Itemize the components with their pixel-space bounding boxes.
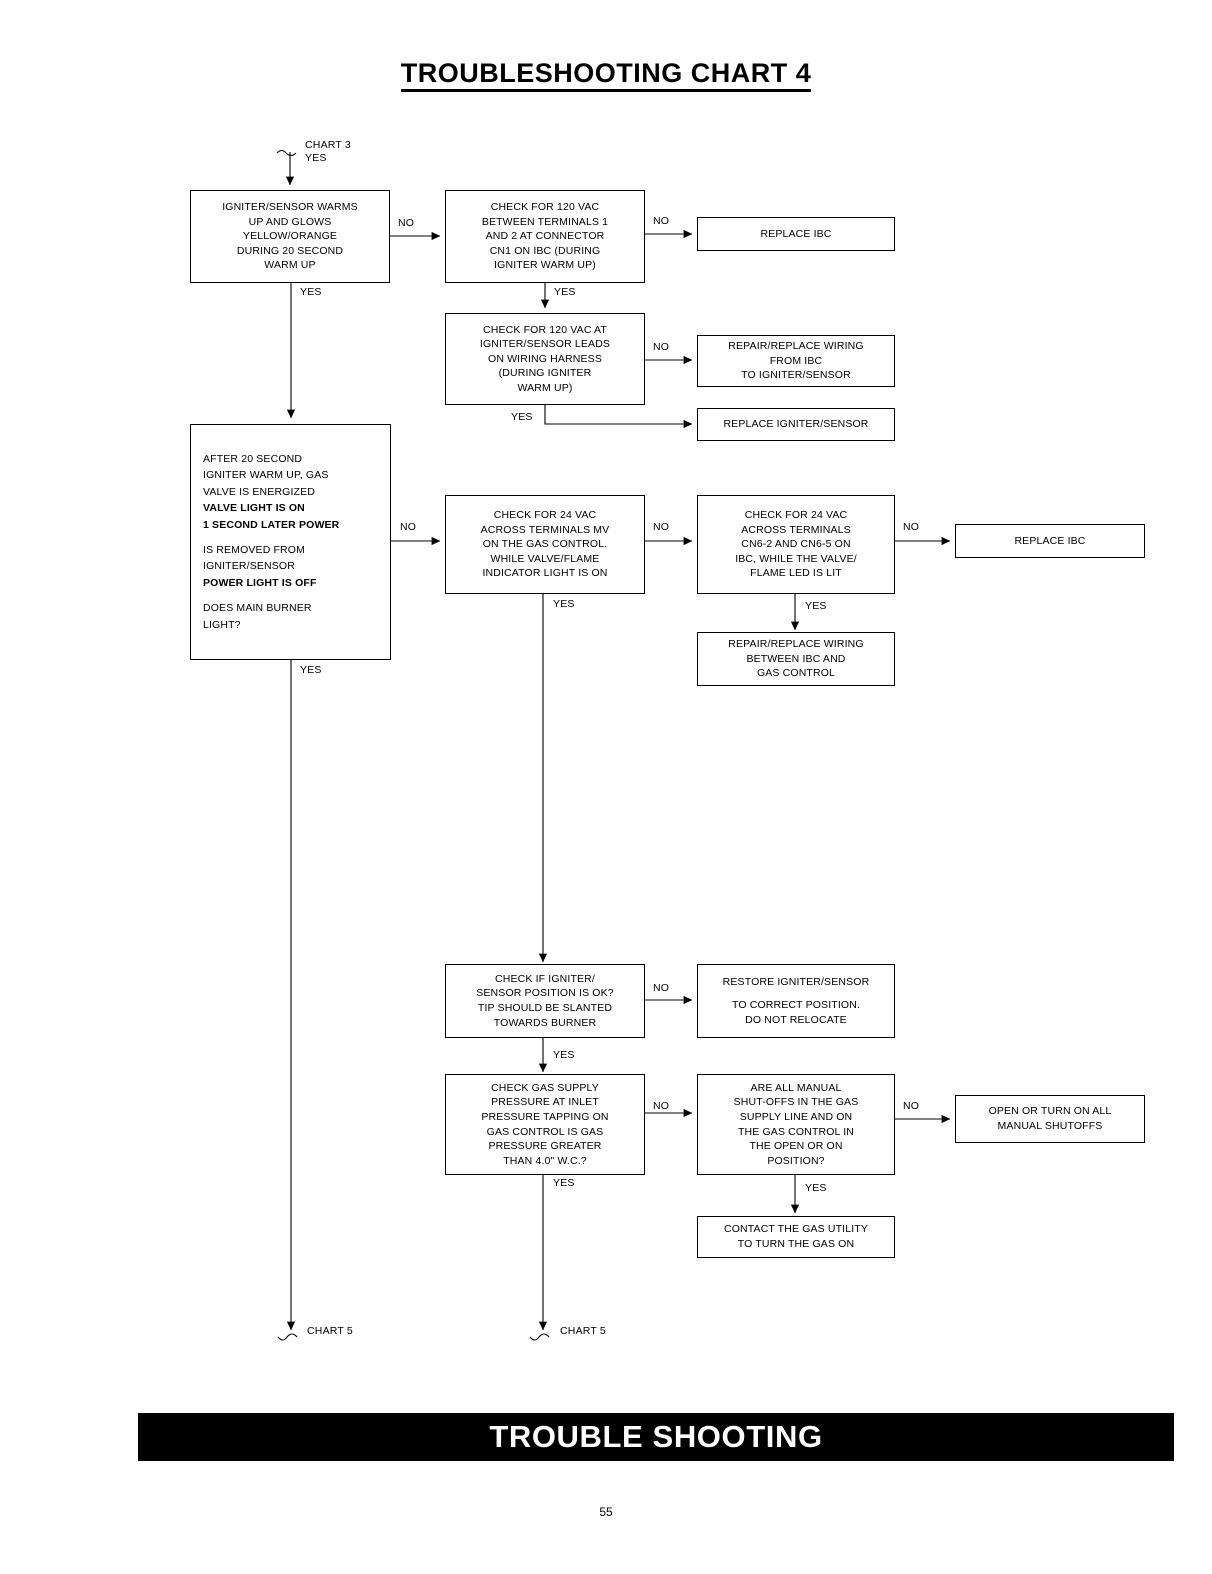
node-replace-igniter-sensor[interactable]: REPLACE IGNITER/SENSOR xyxy=(697,408,895,441)
node-replace-ibc-top-text: REPLACE IBC xyxy=(760,227,832,240)
page-title: TROUBLESHOOTING CHART 4 xyxy=(0,58,1212,92)
edge-label-yes-check-24vac-mv: YES xyxy=(553,598,575,610)
node-check-igniter-position-text: CHECK IF IGNITER/SENSOR POSITION IS OK?T… xyxy=(476,972,614,1029)
node-check-igniter-position[interactable]: CHECK IF IGNITER/SENSOR POSITION IS OK?T… xyxy=(445,964,645,1038)
edge-label-no-check-24vac-mv: NO xyxy=(653,521,670,533)
offpage-entry-yes-label: YES xyxy=(305,152,327,164)
node-replace-ibc-mid-text: REPLACE IBC xyxy=(1014,534,1086,547)
edge-label-no-check-24vac-cn6: NO xyxy=(903,521,920,533)
edge-label-no-igniter-position: NO xyxy=(653,982,670,994)
node-replace-ibc-mid[interactable]: REPLACE IBC xyxy=(955,524,1145,558)
node-restore-igniter-sensor-text: RESTORE IGNITER/SENSOR TO CORRECT POSITI… xyxy=(722,975,870,1026)
edge-label-no-gas-supply: NO xyxy=(653,1100,670,1112)
edge-label-yes-gas-supply: YES xyxy=(553,1177,575,1189)
edge-label-yes-igniter-position: YES xyxy=(553,1049,575,1061)
node-restore-igniter-sensor[interactable]: RESTORE IGNITER/SENSOR TO CORRECT POSITI… xyxy=(697,964,895,1038)
footer-banner: TROUBLE SHOOTING xyxy=(138,1413,1174,1461)
edge-label-yes-after-20-second: YES xyxy=(300,664,322,676)
edge-label-no-igniter-warms: NO xyxy=(398,217,415,229)
edge-label-no-after-20-second: NO xyxy=(400,521,417,533)
edge-label-no-check-leads: NO xyxy=(653,341,670,353)
footer-banner-text: TROUBLE SHOOTING xyxy=(489,1419,823,1454)
edge-label-yes-manual-shutoffs: YES xyxy=(805,1182,827,1194)
edge-label-no-check-cn1: NO xyxy=(653,215,670,227)
page-title-text: TROUBLESHOOTING CHART 4 xyxy=(400,58,812,92)
edge-label-yes-igniter-warms: YES xyxy=(300,286,322,298)
offpage-exit-chart5-left: CHART 5 xyxy=(307,1325,353,1337)
edge-label-yes-check-leads: YES xyxy=(511,411,533,423)
offpage-entry-chart3: CHART 3 YES xyxy=(305,139,351,165)
edge-label-yes-check-cn1: YES xyxy=(554,286,576,298)
offpage-entry-chart-label: CHART 3 xyxy=(305,139,351,151)
edge-label-no-manual-shutoffs: NO xyxy=(903,1100,920,1112)
offpage-exit-chart5-mid: CHART 5 xyxy=(560,1325,606,1337)
node-replace-igniter-sensor-text: REPLACE IGNITER/SENSOR xyxy=(723,418,869,431)
page-number: 55 xyxy=(599,1505,613,1519)
node-replace-ibc-top[interactable]: REPLACE IBC xyxy=(697,217,895,251)
edge-label-yes-check-24vac-cn6: YES xyxy=(805,600,827,612)
